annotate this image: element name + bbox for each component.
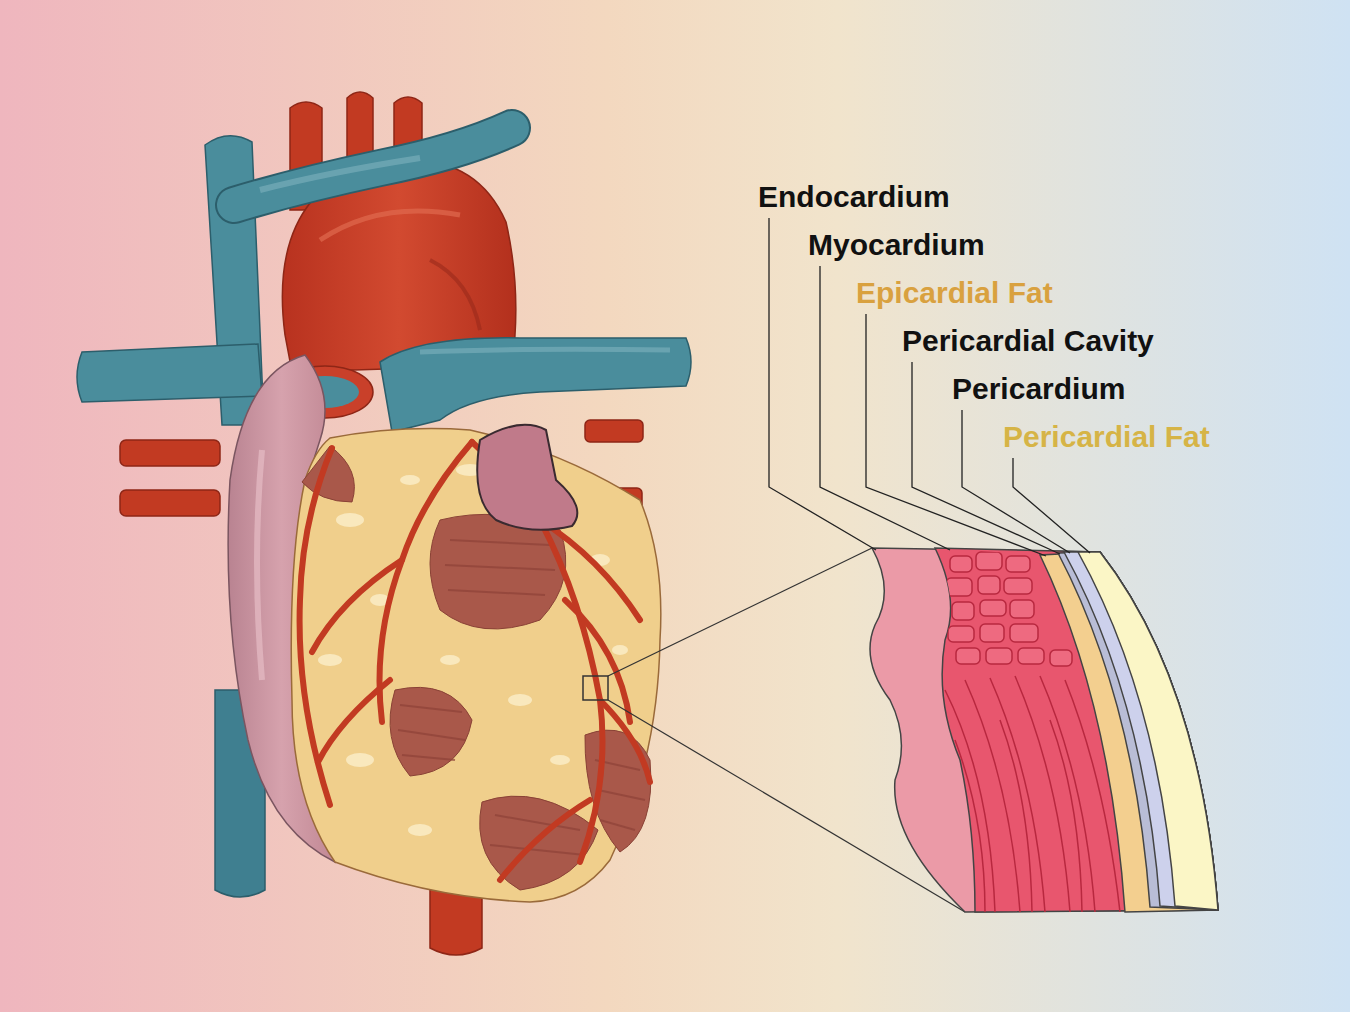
tissue-cross-section (870, 548, 1218, 912)
layer-label: Pericardial Fat (1003, 420, 1210, 454)
heart (77, 92, 965, 955)
layer-label: Pericardium (952, 372, 1125, 406)
layer-label: Endocardium (758, 180, 950, 214)
layer-label: Epicardial Fat (856, 276, 1053, 310)
layer-label: Myocardium (808, 228, 985, 262)
layer-label: Pericardial Cavity (902, 324, 1154, 358)
